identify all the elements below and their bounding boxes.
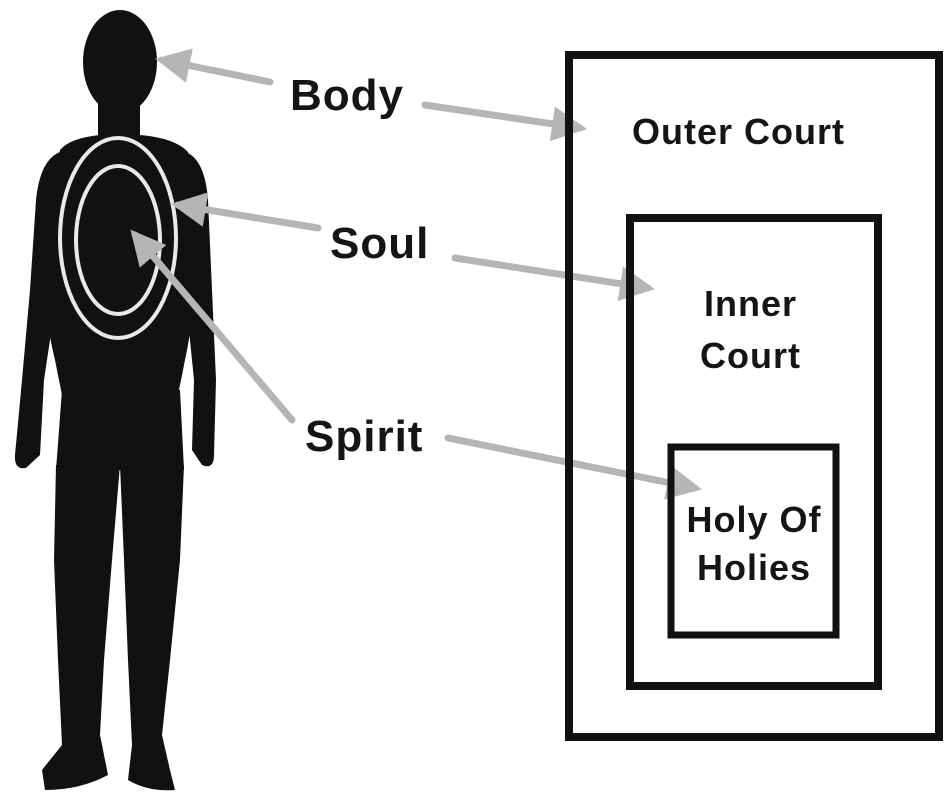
silhouette-hips <box>56 390 184 470</box>
silhouette-left-leg <box>42 465 120 790</box>
silhouette-head <box>83 10 157 114</box>
label-inner-court-line1: Inner <box>688 286 813 322</box>
human-silhouette <box>15 10 216 790</box>
label-outer-court: Outer Court <box>632 114 845 150</box>
label-soul: Soul <box>330 222 429 266</box>
label-holy-of-holies-line1: Holy Of <box>678 502 830 538</box>
arrow-soul-to-inner-court <box>455 258 648 288</box>
label-inner-court-line2: Court <box>688 338 813 374</box>
label-inner-court: Inner Court <box>688 286 813 374</box>
arrow-body-to-outer-court <box>425 105 580 128</box>
label-holy-of-holies: Holy Of Holies <box>678 502 830 586</box>
label-body: Body <box>290 74 404 118</box>
silhouette-right-leg <box>120 465 184 790</box>
label-holy-of-holies-line2: Holies <box>678 550 830 586</box>
arrow-body-to-head <box>162 60 270 82</box>
label-spirit: Spirit <box>305 415 423 459</box>
